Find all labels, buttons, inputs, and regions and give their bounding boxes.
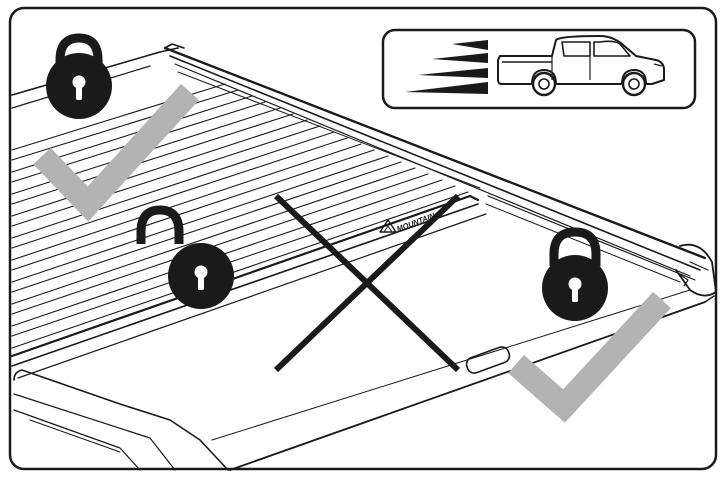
truck-motion-badge — [383, 30, 695, 108]
badge-frame — [383, 30, 695, 108]
